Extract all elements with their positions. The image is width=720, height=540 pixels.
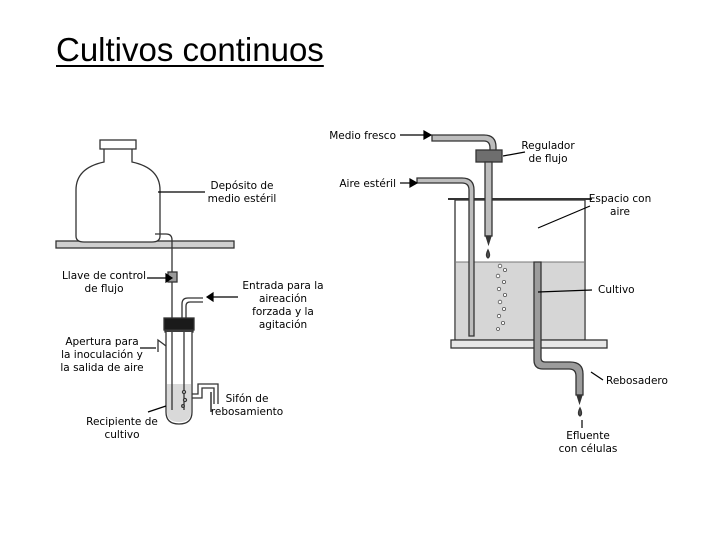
label-aeration-inlet: Entrada para la aireación forzada y la a… — [242, 280, 324, 331]
label-culture: Cultivo — [598, 284, 635, 296]
page-title: Cultivos continuos — [56, 31, 324, 68]
aeration-inlet-tube — [181, 297, 203, 320]
sterile-medium-reservoir — [55, 139, 235, 272]
label-overflow-siphon: Sifón de rebosamiento — [210, 393, 284, 418]
label-sterile-medium-reservoir: Depósito de medio estéril — [207, 180, 277, 205]
label-sterile-air: Aire estéril — [339, 178, 396, 190]
label-flow-control-valve: Llave de control de flujo — [61, 270, 147, 295]
left-pointer-lines — [140, 191, 238, 413]
sterile-air-line — [416, 177, 475, 337]
air-bubbles — [495, 263, 507, 331]
label-fresh-medium: Medio fresco — [329, 130, 396, 142]
label-flow-regulator: Regulador de flujo — [521, 140, 575, 165]
overflow-pipe — [533, 261, 584, 417]
label-overflow: Rebosadero — [606, 375, 668, 387]
label-air-space: Espacio con aire — [588, 193, 652, 218]
label-culture-vessel: Recipiente de cultivo — [86, 416, 158, 441]
right-pointer-lines — [400, 129, 604, 428]
chemostat-vessel — [448, 198, 608, 349]
fresh-medium-line — [431, 134, 503, 259]
label-effluent: Efluente con células — [558, 430, 618, 455]
culture-vessel — [157, 317, 195, 425]
overflow-siphon — [192, 383, 219, 404]
label-inoculation-opening: Apertura para la inoculación y la salida… — [60, 336, 144, 374]
